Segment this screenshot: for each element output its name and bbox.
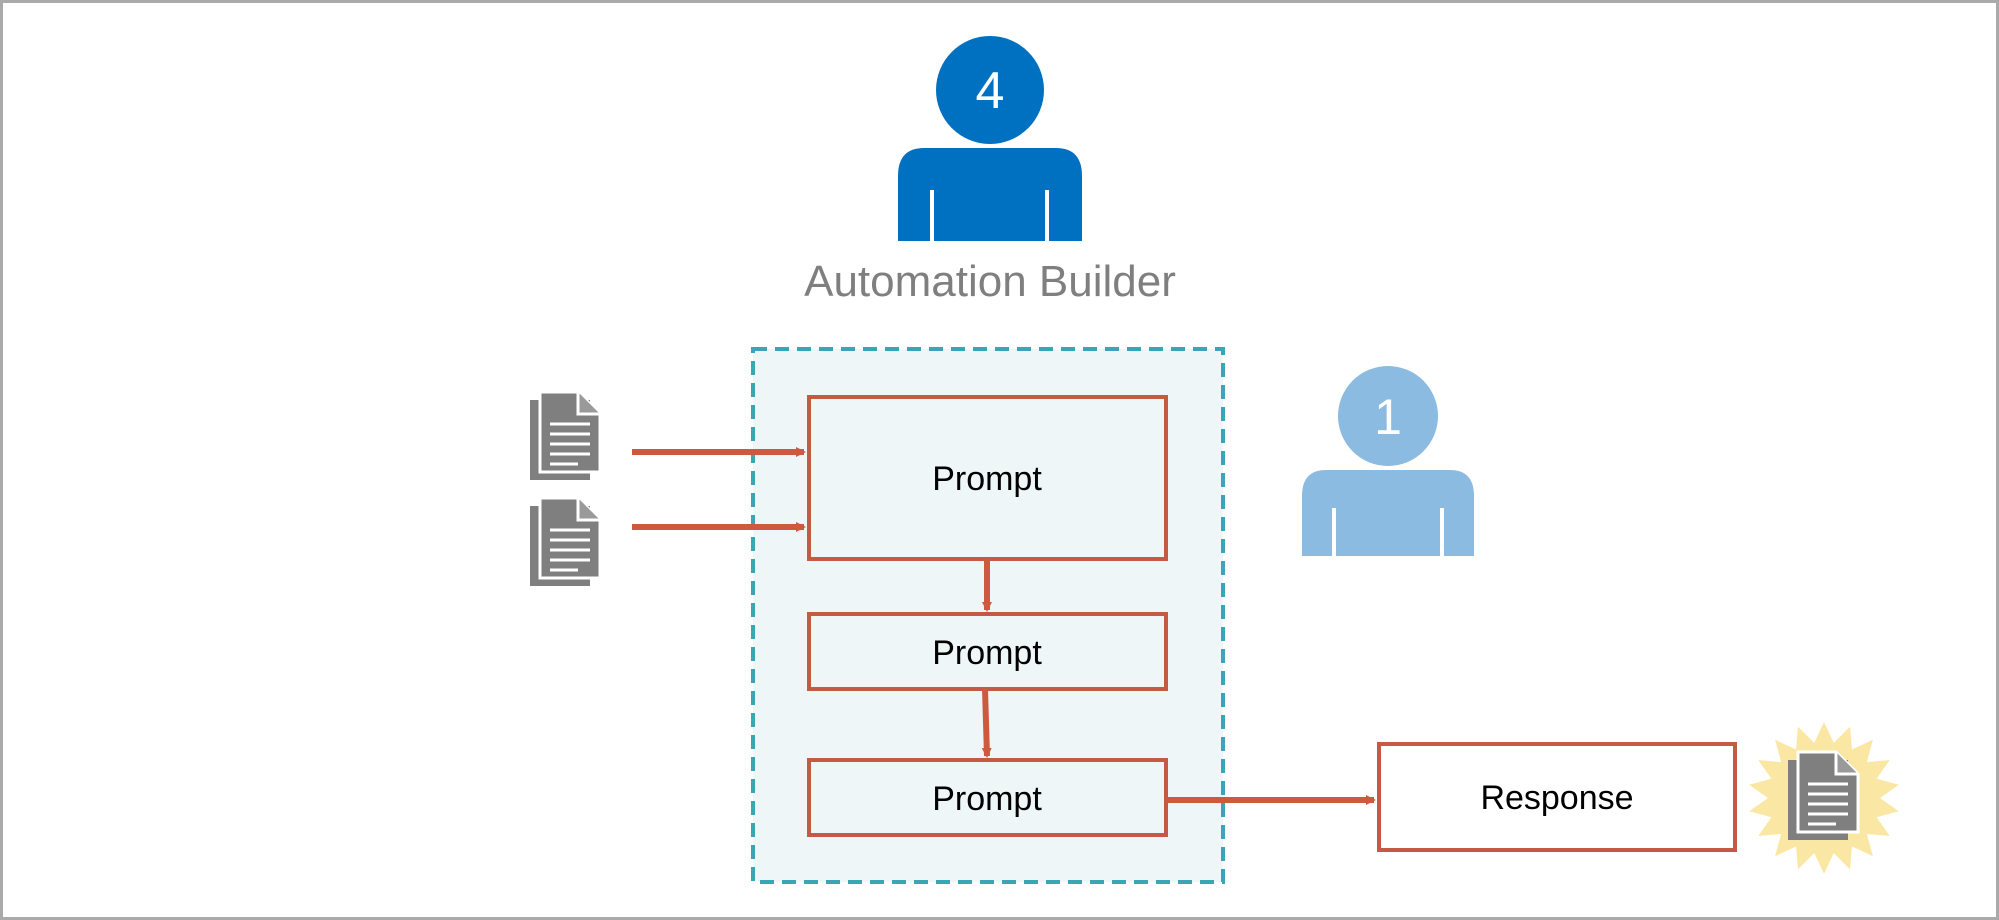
output-document-icon bbox=[1788, 750, 1860, 840]
prompt-box-2 bbox=[807, 612, 1168, 691]
prompt-box-3 bbox=[807, 758, 1168, 837]
user-person-icon bbox=[1302, 366, 1474, 556]
prompt-label-2: Prompt bbox=[932, 634, 1042, 672]
chain-arrow-2 bbox=[981, 688, 992, 758]
prompt-box-1 bbox=[807, 395, 1168, 561]
response-label: Response bbox=[1480, 779, 1633, 817]
document-icon bbox=[530, 496, 602, 586]
prompt-label-3: Prompt bbox=[932, 780, 1042, 818]
builder-label: Automation Builder bbox=[804, 257, 1176, 306]
user-badge-number: 1 bbox=[1374, 389, 1402, 445]
automation-builder-person-icon bbox=[898, 36, 1082, 241]
document-icon bbox=[530, 390, 602, 480]
response-box bbox=[1377, 742, 1737, 852]
builder-badge-number: 4 bbox=[976, 62, 1005, 120]
prompt-label-1: Prompt bbox=[932, 460, 1042, 498]
